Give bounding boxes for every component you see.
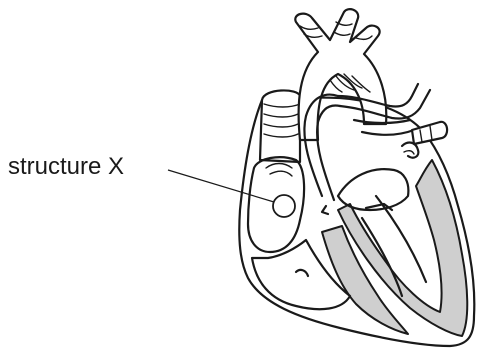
- structure-x-label: structure X: [8, 152, 124, 182]
- structure-x: [273, 195, 295, 217]
